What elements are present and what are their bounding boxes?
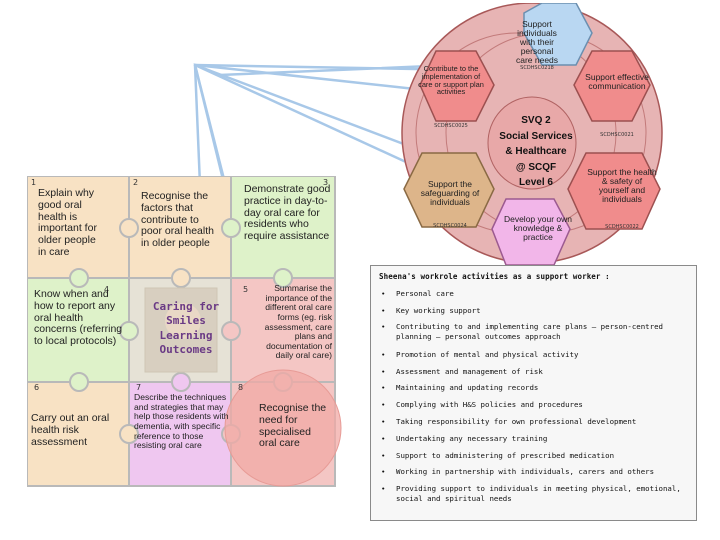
hexagon-safeguarding	[403, 152, 495, 228]
svq-center-line-1: SVQ 2	[521, 115, 551, 126]
cell-number-8: 8	[238, 383, 244, 392]
svq-center-line-3: & Healthcare	[505, 146, 567, 157]
hex-communication-code: SCDHSC0021	[600, 132, 634, 138]
puzzle-knob	[119, 424, 139, 444]
cell-number-7: 7	[136, 383, 142, 392]
activity-text: Working in partnership with individuals,…	[396, 467, 655, 476]
hexagon-personal-care	[523, 3, 593, 66]
puzzle-knob	[171, 372, 191, 392]
cell-8-text: Recognise the need for specialised oral …	[259, 402, 327, 450]
activities-panel: Sheena's workrole activities as a suppor…	[370, 265, 697, 521]
cell-number-3: 3	[323, 178, 329, 187]
cell-5-text: Summarise the importance of the differen…	[264, 283, 332, 361]
activities-title: Sheena's workrole activities as a suppor…	[379, 272, 610, 281]
bullet-icon: •	[381, 451, 386, 460]
cell-number-1: 1	[31, 178, 37, 187]
hex-safeguarding-code: SCDHSC0024	[433, 223, 467, 229]
cell-7-text: Describe the techniques and strategies t…	[134, 392, 229, 451]
svq-hexagon-diagram	[401, 3, 663, 266]
hex-communication-label: Support effective communication	[585, 72, 649, 91]
puzzle-knob	[119, 321, 139, 341]
activity-text: Maintaining and updating records	[396, 383, 539, 392]
bullet-icon: •	[381, 322, 386, 331]
puzzle-knob	[273, 268, 293, 288]
activity-text: Undertaking any necessary training	[396, 434, 548, 443]
bullet-icon: •	[381, 400, 386, 409]
hexagon-communication	[573, 50, 651, 122]
highlight-circle	[224, 369, 342, 487]
svq-center-line-4: @ SCQF	[515, 161, 557, 173]
cell-number-5: 5	[243, 285, 249, 294]
cell-4-text: Know when and how to report any oral hea…	[34, 288, 123, 347]
svq-center-line-5: Level 6	[519, 177, 553, 188]
hex-care-plan-code: SCDHSC0025	[434, 123, 468, 129]
bullet-icon: •	[381, 484, 386, 493]
bullet-icon: •	[381, 289, 386, 298]
bullet-icon: •	[381, 350, 386, 359]
bullet-icon: •	[381, 367, 386, 376]
hex-knowledge-label: Develop your own knowledge & practice	[503, 214, 573, 242]
hex-safeguarding-label: Support the safeguarding of individuals	[420, 179, 480, 207]
cell-number-4: 4	[104, 285, 110, 294]
hex-health-safety-code: SCDHSC0022	[605, 224, 639, 230]
hexagon-health-safety	[567, 152, 661, 230]
hex-care-plan-label: Contribute to the implementation of care…	[418, 64, 484, 97]
puzzle-grid	[27, 176, 342, 487]
puzzle-cell-3-bg	[230, 176, 336, 279]
puzzle-knob	[69, 268, 89, 288]
puzzle-knob	[171, 268, 191, 288]
hex-personal-care-code: SCDHSC0218	[520, 65, 554, 71]
puzzle-knob	[221, 321, 241, 341]
cell-number-6: 6	[34, 383, 40, 392]
bullet-icon: •	[381, 467, 386, 476]
cell-number-2: 2	[133, 178, 139, 187]
puzzle-knob	[221, 218, 241, 238]
cell-3-text: Demonstrate good practice in day-to-day …	[244, 183, 331, 242]
bullet-icon: •	[381, 417, 386, 426]
cell-1-text: Explain why good oral health is importan…	[38, 187, 97, 258]
bullet-icon: •	[381, 383, 386, 392]
cell-6-text: Carry out an oral health risk assessment	[31, 412, 110, 448]
activity-text: Key working support	[396, 306, 481, 315]
bullet-icon: •	[381, 434, 386, 443]
cover-title: Caring for Smiles Learning Outcomes	[152, 300, 220, 356]
activity-text: Providing support to individuals in meet…	[396, 484, 681, 503]
hex-health-safety-label: Support the health & safety of yourself …	[587, 167, 657, 204]
activity-text: Promotion of mental and physical activit…	[396, 350, 579, 359]
cover-photo-face	[165, 303, 201, 339]
cell-2-text: Recognise the factors that contribute to…	[141, 190, 214, 249]
activity-text: Complying with H&S policies and procedur…	[396, 400, 583, 409]
svq-center-ellipse	[487, 96, 577, 190]
activity-text: Support to administering of prescribed m…	[396, 451, 615, 460]
activity-text: Assessment and management of risk	[396, 367, 543, 376]
svq-center-title: SVQ 2 Social Services & Healthcare @ SCQ…	[486, 113, 586, 191]
activity-text: Taking responsibility for own profession…	[396, 417, 637, 426]
bullet-icon: •	[381, 306, 386, 315]
activity-text: Contributing to and implementing care pl…	[396, 322, 663, 341]
puzzle-knob	[119, 218, 139, 238]
puzzle-knob	[69, 372, 89, 392]
hexagon-care-plan	[419, 50, 495, 122]
hex-personal-care-label: Support individuals with their personal …	[515, 19, 559, 65]
activity-text: Personal care	[396, 289, 454, 298]
svq-center-line-2: Social Services	[499, 130, 573, 142]
